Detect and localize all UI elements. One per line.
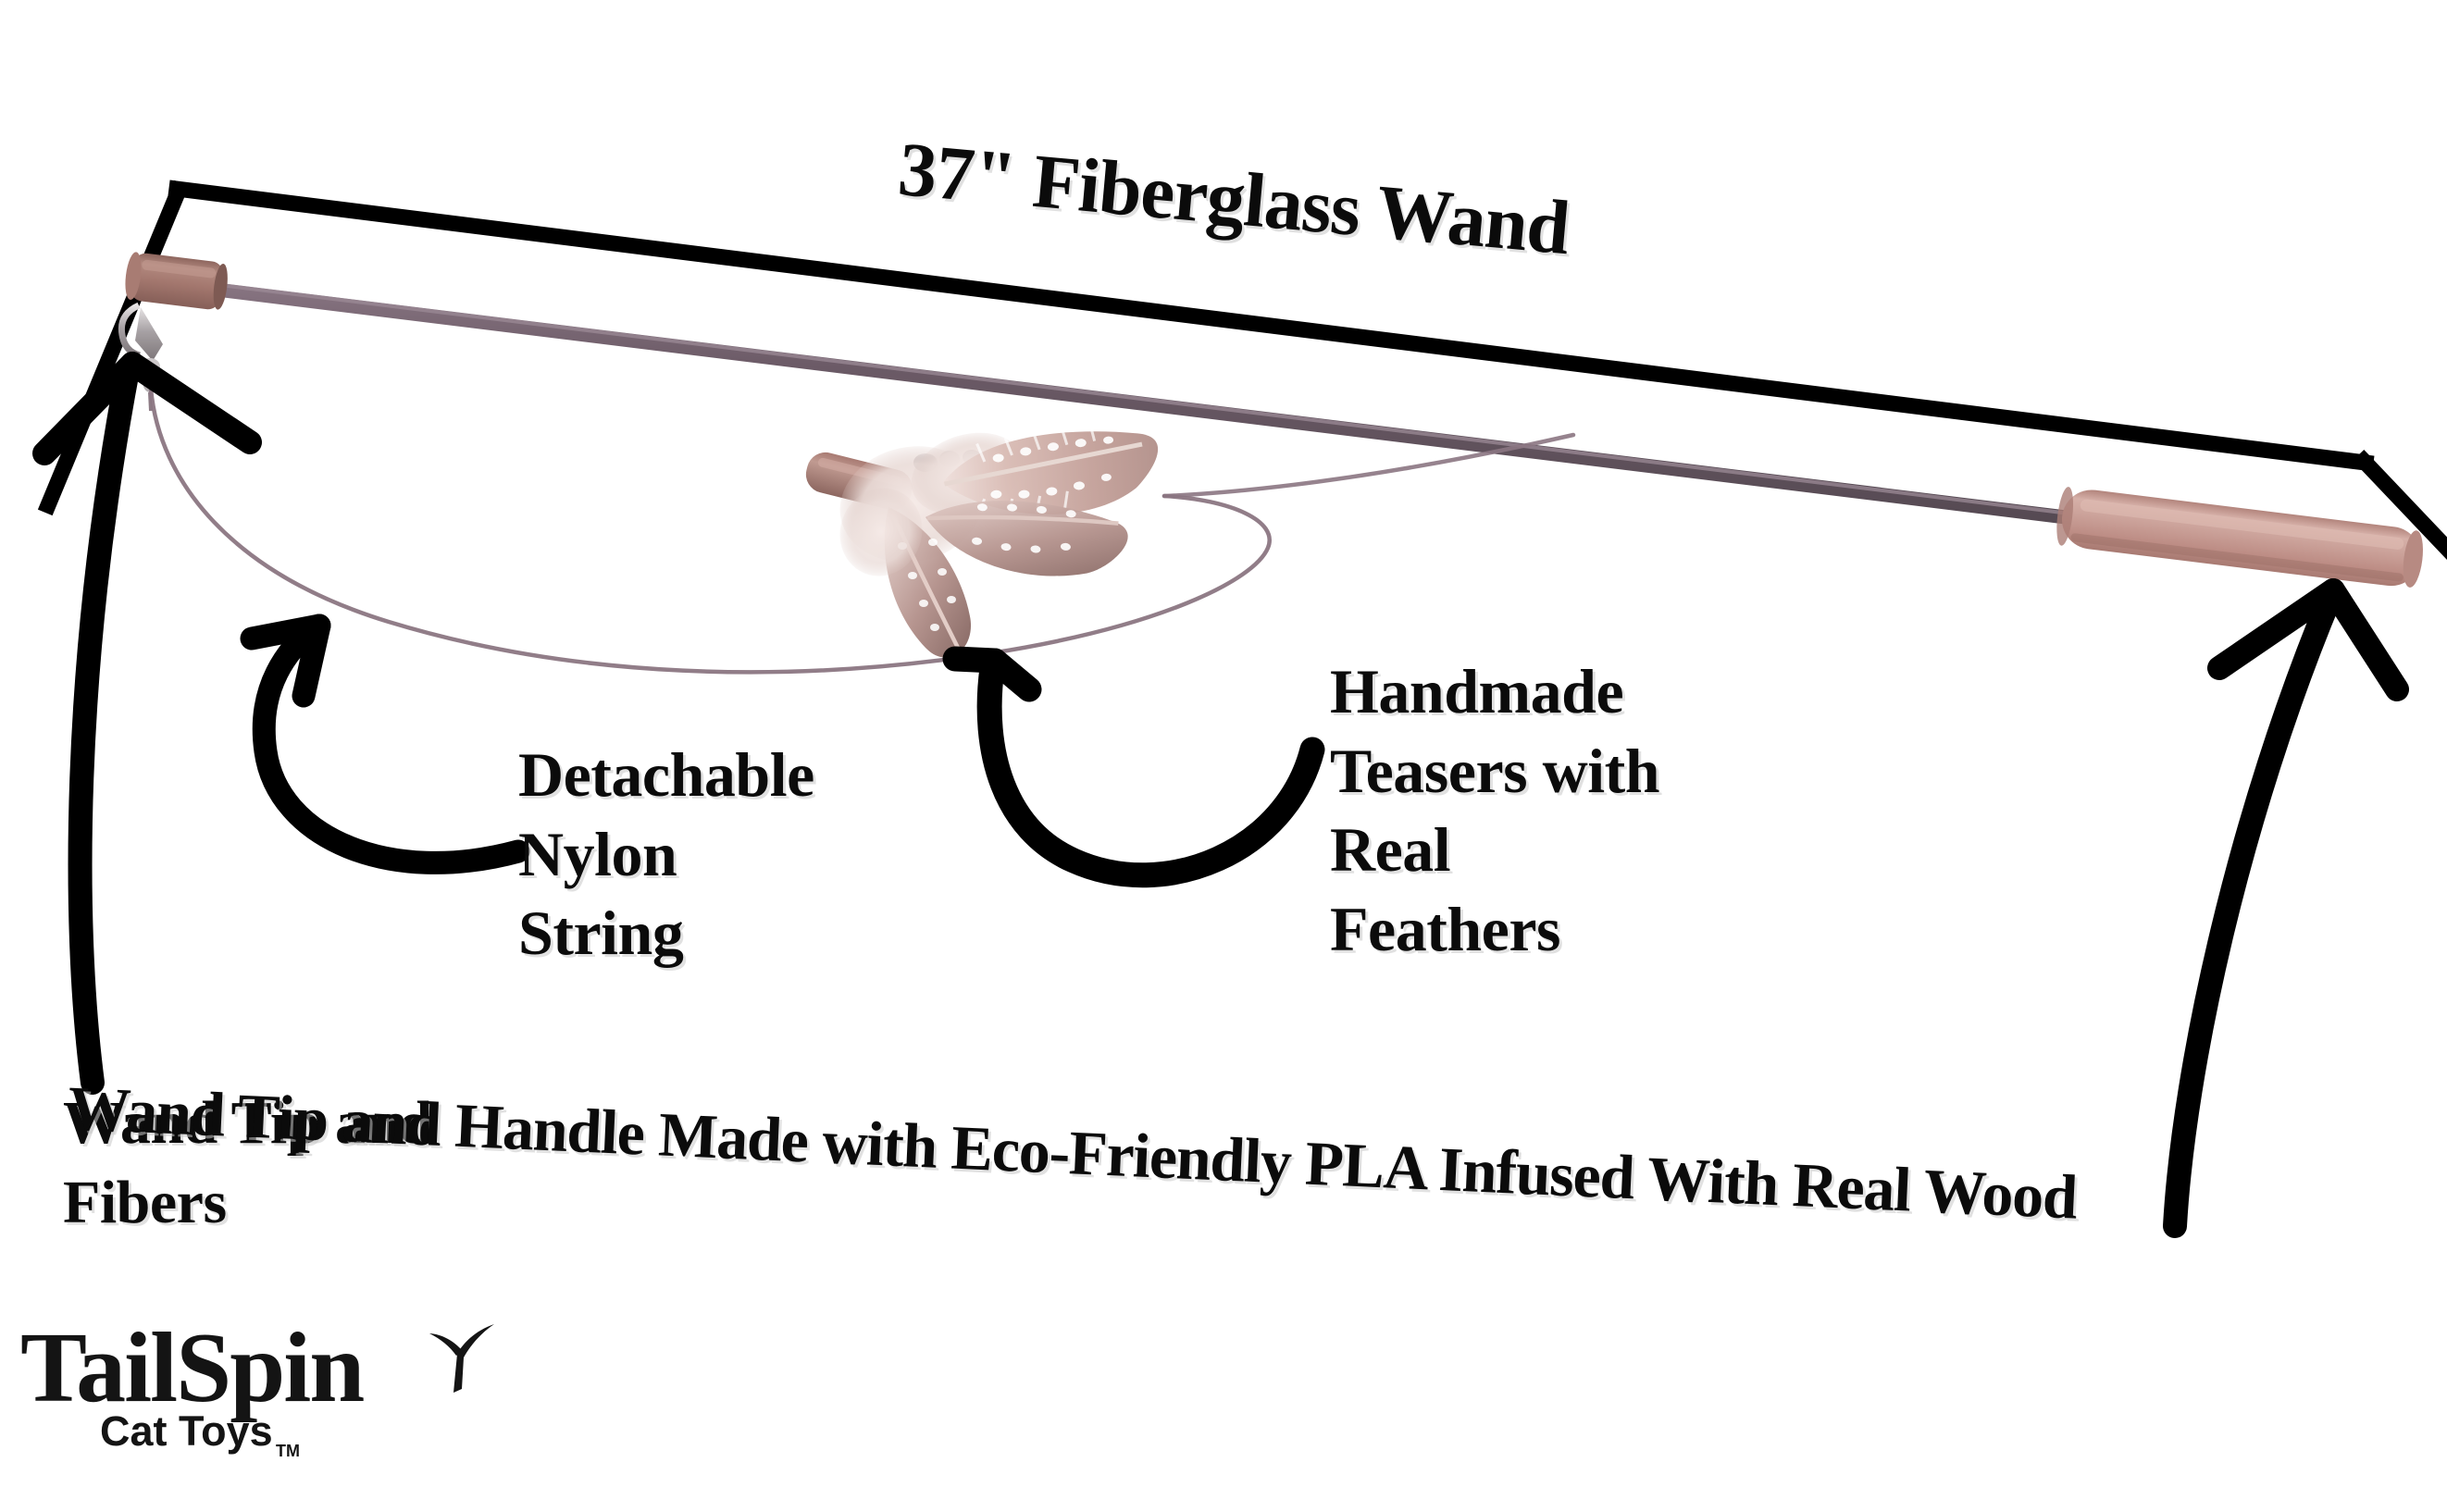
logo-wordmark: TailSpin (20, 1313, 365, 1423)
logo-tagline: Cat Toys (100, 1407, 273, 1455)
callout-wand-tip-fibers: Wand Tip and Fibers (63, 1089, 432, 1236)
brand-logo: TailSpin Cat Toys TM (20, 1319, 511, 1490)
wand-tip-cap (118, 252, 228, 412)
feather-middle (925, 501, 1128, 576)
nylon-string (148, 386, 1576, 675)
arrow-wand-tip (32, 352, 262, 1095)
feather-icon (429, 1324, 494, 1393)
swivel-clip (118, 302, 163, 412)
teaser-connector (913, 450, 981, 472)
arrow-nylon-string (240, 613, 530, 874)
callout-nylon-string: Detachable Nylon String (518, 739, 814, 969)
callout-feathers: Handmade Teasers with Real Feathers (1330, 656, 1660, 965)
arrow-feathers (942, 646, 1325, 888)
arrow-handle (2163, 578, 2409, 1238)
wand-handle (2056, 487, 2423, 588)
feather-teaser (805, 426, 1159, 658)
feather-lower (884, 507, 972, 658)
dimension-label: 37" Fiberglass Wand (895, 126, 1573, 271)
feather-upper (942, 426, 1159, 517)
dimension-bracket (37, 180, 2447, 560)
fiberglass-rod (187, 279, 2073, 525)
logo-trademark: TM (276, 1442, 300, 1460)
